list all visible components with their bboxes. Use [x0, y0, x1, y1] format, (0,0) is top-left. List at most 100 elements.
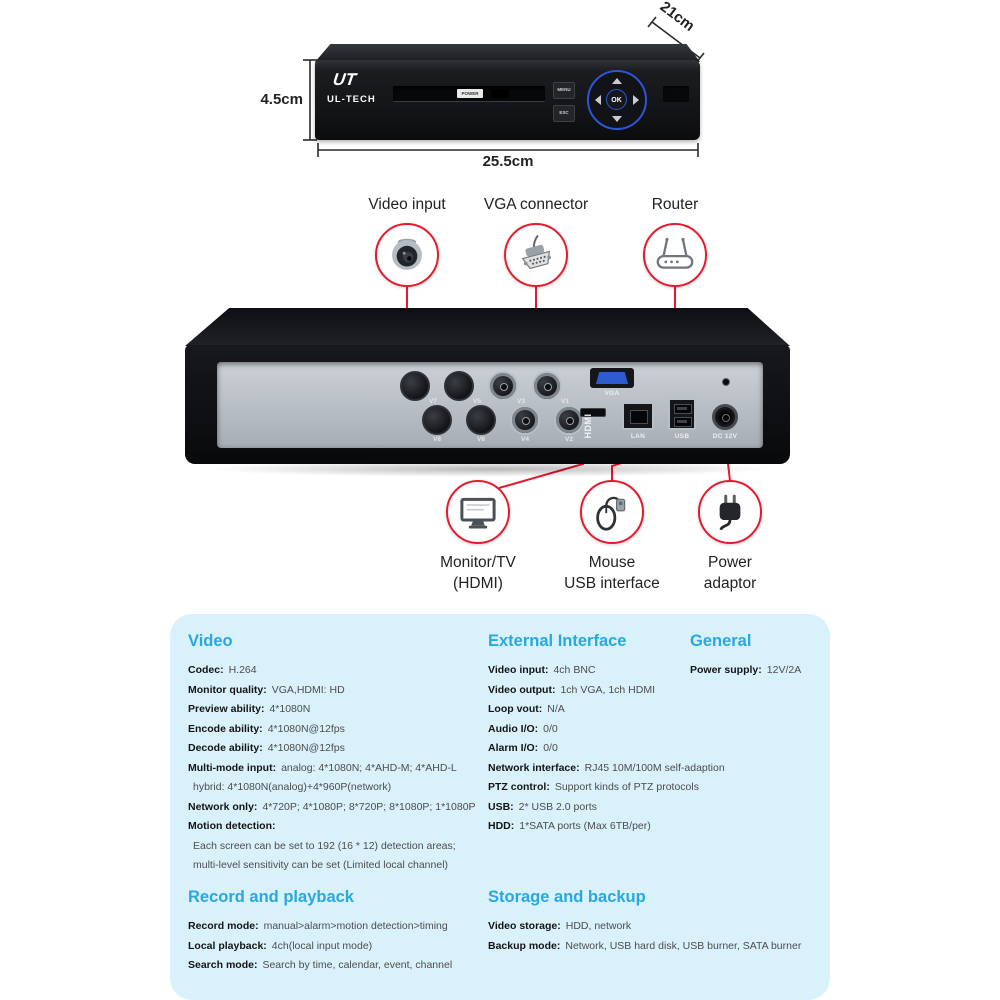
mouse-label-line1: Mouse: [588, 554, 636, 571]
monitor-label-line1: Monitor/TV: [440, 554, 516, 571]
spec-label: Encode ability:: [188, 722, 263, 735]
spec-value: 1*SATA ports (Max 6TB/per): [519, 820, 651, 832]
spec-row: Decode ability:4*1080N@12fps: [188, 739, 490, 759]
vga-port: [590, 368, 634, 388]
spec-row: Video input: 4ch BNC: [488, 661, 768, 681]
spec-row: Loop vout:N/A: [488, 700, 768, 720]
bnc-label-v6: V6: [477, 436, 485, 443]
router-callout: [643, 223, 707, 287]
spec-row: Preview ability:4*1080N: [188, 700, 490, 720]
spec-panel: Video Codec:H.264 Monitor quality:VGA,HD…: [170, 614, 830, 1000]
dpad-up-icon: [612, 78, 622, 84]
hdmi-port: [580, 408, 606, 417]
bnc-label-v3: V3: [517, 398, 525, 405]
spec-label: Multi-mode input:: [188, 761, 277, 774]
front-panel-slot: POWER: [393, 86, 545, 102]
dc-power-label: DC 12V: [712, 433, 738, 440]
dc-jack-hole: [722, 414, 730, 422]
menu-button: MENU: [553, 82, 575, 99]
dimension-depth: 21cm: [656, 0, 698, 35]
spec-label: PTZ control:: [488, 781, 550, 793]
bnc-port: [444, 371, 474, 401]
spec-value: 0/0: [543, 722, 558, 735]
mouse-callout: [580, 480, 644, 544]
spec-label: Record mode:: [188, 920, 259, 932]
dvr-back-panel: V7 V5 V3 V1 V8 V6 V4 V2 VGA HDMI LAN USB…: [217, 362, 763, 448]
screw-hole: [722, 378, 730, 386]
spec-row: Monitor quality: VGA,HDMI: HD: [188, 681, 490, 701]
usb-slot-bottom: [674, 417, 692, 427]
spec-value: hybrid: 4*1080N(analog)+4*960P(network): [193, 781, 392, 793]
callout-router-label: Router: [651, 196, 699, 213]
spec-rows-video: Codec:H.264 Monitor quality:VGA,HDMI: HD…: [188, 661, 490, 876]
spec-label: Loop vout:: [488, 703, 543, 715]
spec-label: Video input:: [488, 664, 549, 676]
spec-label: Video storage:: [488, 920, 561, 932]
brand-label: UL-TECH: [327, 94, 376, 105]
spec-rows-external-interface: Video input: 4ch BNC Video output: 1ch VGA…: [488, 661, 768, 837]
monitor-icon: [460, 497, 496, 529]
spec-row: Record mode:manual>alarm>motion detectio…: [188, 917, 490, 937]
ir-window: [491, 89, 509, 98]
spec-section-general: General Power supply:12V/2A: [690, 632, 830, 681]
front-right-slot: [663, 86, 689, 102]
esc-button: ESC: [553, 105, 575, 122]
spec-value: HDD, network: [565, 920, 632, 932]
section-heading-video: Video: [188, 632, 233, 650]
usb-tongue: [677, 407, 687, 410]
spec-value: 4ch BNC: [553, 664, 596, 676]
mouse-icon: [596, 496, 626, 531]
spec-section-storage-backup: Storage and backup Video storage: HDD, ne…: [488, 888, 823, 956]
spec-label: Video output:: [488, 683, 556, 696]
spec-rows-record-playback: Record mode:manual>alarm>motion detectio…: [188, 917, 490, 976]
dvr-shadow: [205, 461, 775, 477]
dpad-left-icon: [595, 95, 601, 105]
spec-label: Backup mode:: [488, 939, 561, 952]
spec-value: 4ch(local input mode): [271, 939, 373, 952]
spec-value: VGA,HDMI: HD: [271, 683, 345, 696]
section-heading-storage-backup: Storage and backup: [488, 888, 646, 906]
ut-logo: UT: [331, 70, 358, 89]
hdmi-port-label: HDMI: [583, 413, 593, 439]
monitor-callout: [446, 480, 510, 544]
bnc-label-v7: V7: [429, 398, 437, 405]
monitor-label-line2: (HDMI): [453, 575, 503, 592]
dvr-back-top-face: [185, 308, 790, 346]
dc-power-jack: [712, 404, 738, 430]
bnc-port: [488, 371, 518, 401]
power-led-label: POWER: [457, 89, 483, 98]
spec-value: analog: 4*1080N; 4*AHD-M; 4*AHD-L: [281, 761, 457, 774]
spec-row: Local playback: 4ch(local input mode): [188, 937, 490, 957]
spec-row: Motion detection:: [188, 817, 490, 837]
spec-label: Network only:: [188, 800, 258, 813]
dome-camera-icon: [392, 238, 422, 270]
spec-label: Search mode:: [188, 959, 258, 971]
spec-value: H.264: [228, 664, 257, 676]
spec-label: Local playback:: [188, 939, 267, 952]
lan-port: [622, 402, 654, 430]
spec-row: Power supply:12V/2A: [690, 661, 830, 681]
bnc-port: [510, 405, 540, 435]
dvr-front-top-face: [315, 44, 700, 62]
power-adaptor-callout: [698, 480, 762, 544]
spec-row: USB:2* USB 2.0 ports: [488, 798, 768, 818]
bnc-port: [400, 371, 430, 401]
dvr-front-view: UT UL-TECH POWER MENU ESC OK: [315, 60, 700, 140]
spec-row: Encode ability:4*1080N@12fps: [188, 720, 490, 740]
vga-connector-callout: [504, 223, 568, 287]
monitor-callout-label: Monitor/TV (HDMI): [408, 552, 548, 594]
power-label-line2: adaptor: [703, 575, 757, 592]
video-input-callout: [375, 223, 439, 287]
spec-label: Alarm I/O:: [488, 742, 539, 754]
spec-value: RJ45 10M/100M self-adaption: [584, 761, 725, 774]
bnc-label-v1: V1: [561, 398, 569, 405]
spec-value: 2* USB 2.0 ports: [518, 800, 597, 813]
spec-label: Monitor quality:: [188, 683, 267, 696]
spec-label: Network interface:: [488, 761, 580, 774]
vga-plug-icon: [521, 234, 551, 270]
spec-value: 1ch VGA, 1ch HDMI: [560, 683, 655, 696]
bnc-port: [466, 405, 496, 435]
mouse-callout-label: Mouse USB interface: [542, 552, 682, 594]
section-heading-external-interface: External Interface: [488, 632, 627, 650]
